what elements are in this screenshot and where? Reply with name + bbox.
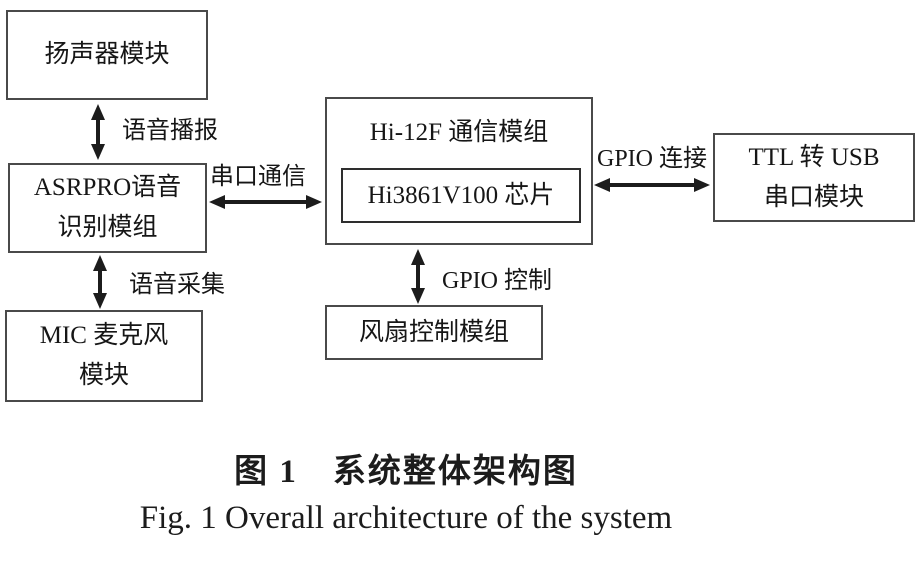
arrow-serial-comm bbox=[209, 195, 322, 209]
arrow-voice-broadcast bbox=[91, 104, 105, 160]
block-ttl-usb-module: TTL 转 USB 串口模块 bbox=[713, 133, 915, 222]
figure-caption-zh: 图 1 系统整体架构图 bbox=[234, 454, 578, 490]
block-mic-module: MIC 麦克风 模块 bbox=[5, 310, 203, 402]
label-voice-broadcast: 语音播报 bbox=[122, 118, 218, 144]
block-speaker-module: 扬声器模块 bbox=[6, 10, 208, 100]
arrow-gpio-control bbox=[411, 249, 425, 304]
label-gpio-link: GPIO 连接 bbox=[597, 146, 708, 172]
block-mic-label-line2: 模块 bbox=[78, 362, 129, 389]
block-speaker-label: 扬声器模块 bbox=[44, 41, 170, 68]
block-asrpro-label-line1: ASRPRO语音 bbox=[33, 174, 182, 201]
block-asrpro-label-line2: 识别模组 bbox=[57, 214, 158, 241]
block-hi3861-chip-label: Hi3861V100 芯片 bbox=[367, 181, 555, 209]
block-ttl-label-line2: 串口模块 bbox=[763, 183, 864, 211]
label-gpio-control: GPIO 控制 bbox=[442, 268, 553, 294]
block-mic-label-line1: MIC 麦克风 bbox=[39, 322, 169, 349]
block-fan-control-module: 风扇控制模组 bbox=[325, 305, 543, 360]
block-hi3861-chip: Hi3861V100 芯片 bbox=[341, 168, 581, 223]
block-asrpro-voice-module: ASRPRO语音 识别模组 bbox=[8, 163, 207, 253]
block-ttl-label-line1: TTL 转 USB bbox=[748, 143, 880, 171]
arrow-gpio-link bbox=[594, 178, 710, 192]
label-voice-capture: 语音采集 bbox=[129, 272, 225, 298]
block-hi12f-comm-module: Hi-12F 通信模组 Hi3861V100 芯片 bbox=[325, 97, 593, 245]
block-fan-label: 风扇控制模组 bbox=[358, 318, 509, 346]
block-hi12f-title: Hi-12F 通信模组 bbox=[369, 119, 549, 146]
arrow-voice-capture bbox=[93, 255, 107, 309]
figure-caption-en: Fig. 1 Overall architecture of the syste… bbox=[139, 500, 673, 536]
label-serial-comm: 串口通信 bbox=[210, 164, 306, 190]
